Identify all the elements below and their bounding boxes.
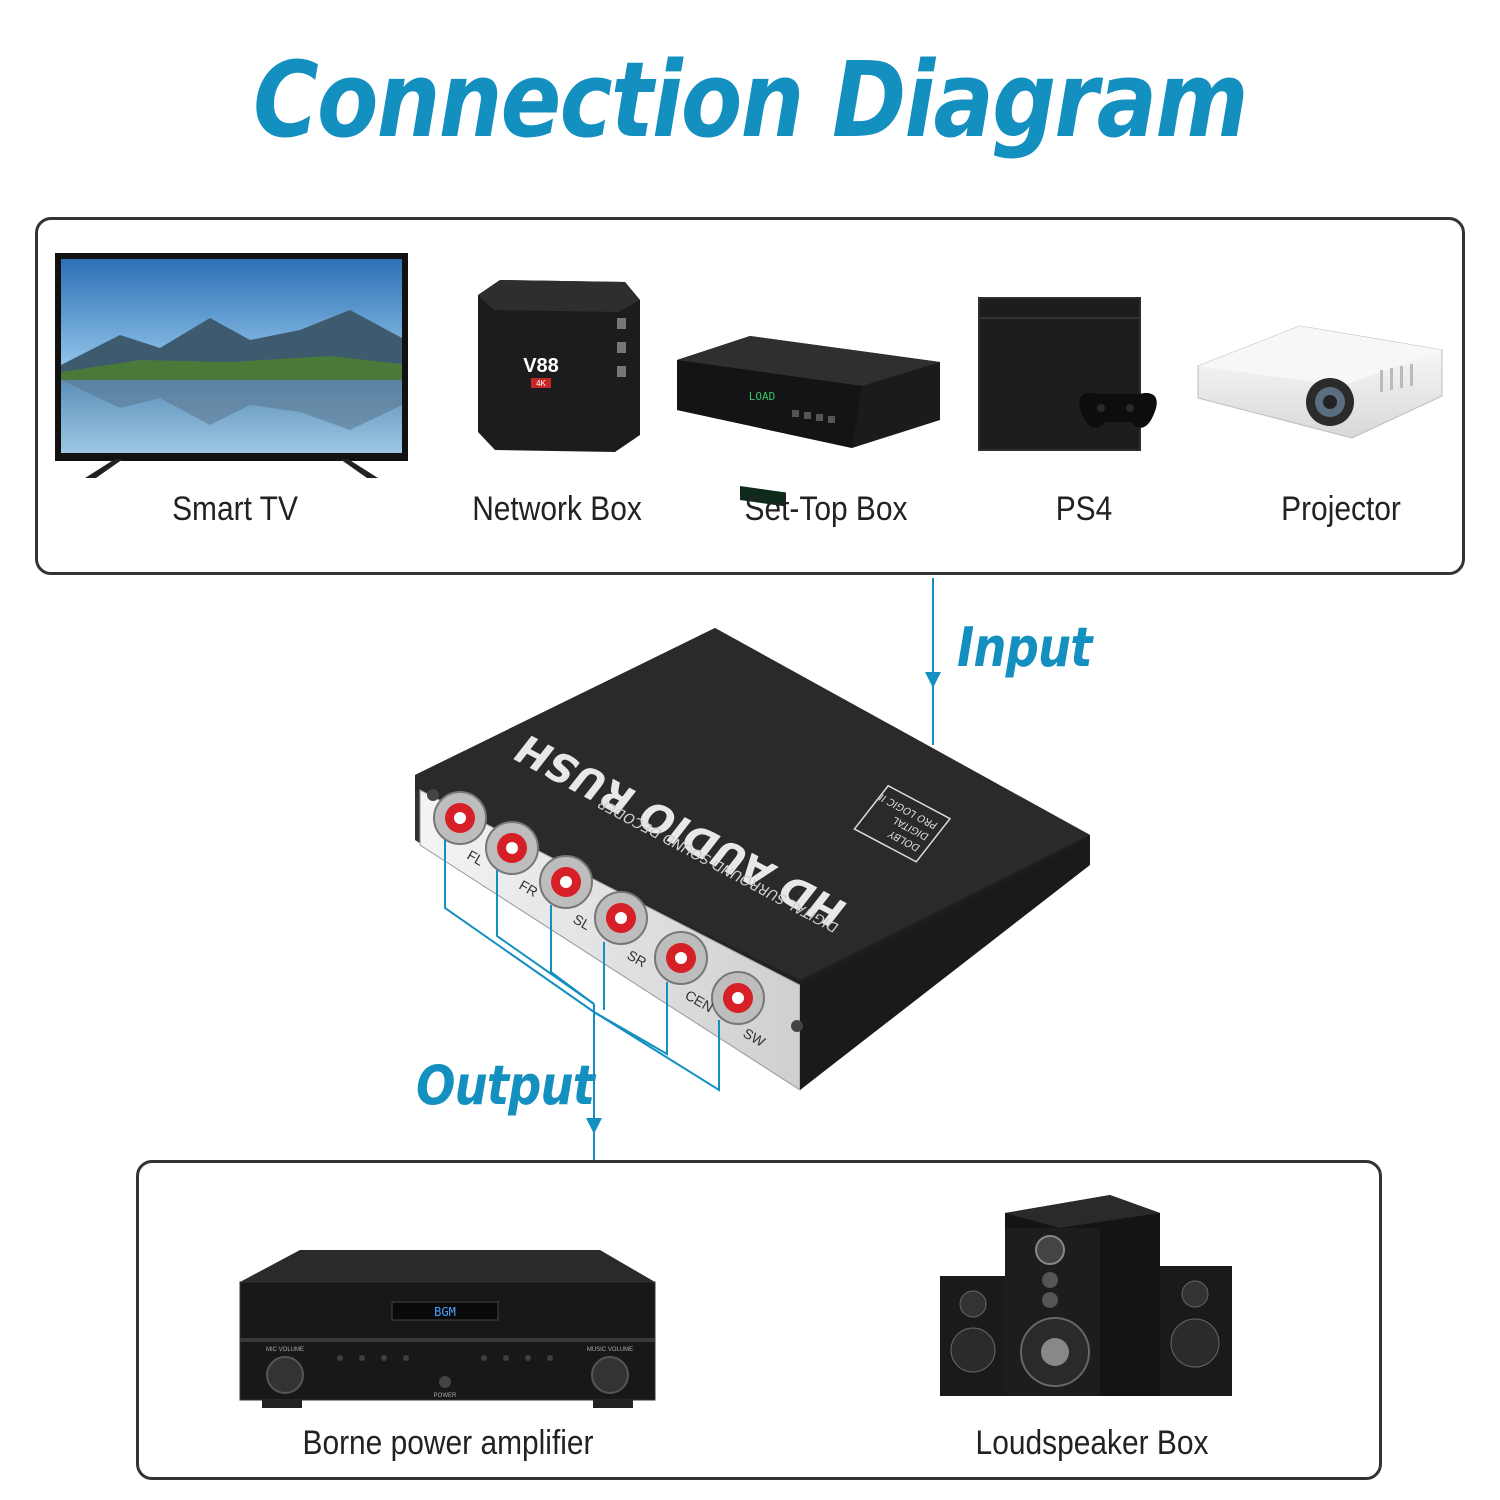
device-label-set-top-box: Set-Top Box (744, 490, 908, 528)
rca-jack-sw (711, 971, 765, 1025)
device-label-smart-tv: Smart TV (172, 490, 298, 528)
amplifier-display: BGM (434, 1305, 456, 1319)
mic-volume-knob-icon (266, 1356, 304, 1394)
amplifier-power-label: POWER (434, 1393, 457, 1399)
rca-jack-sr (594, 891, 648, 945)
network-box-model: V88 (523, 355, 559, 377)
set-top-box-image: LOAD (677, 336, 940, 507)
rca-jack-sl (539, 855, 593, 909)
rca-jack-cen (654, 931, 708, 985)
music-volume-knob-icon (591, 1356, 629, 1394)
rca-jack-fr (485, 821, 539, 875)
output-arrow-icon (586, 1118, 602, 1134)
amplifier-knob-right-label: MUSIC VOLUME (587, 1347, 633, 1353)
device-label-network-box: Network Box (472, 490, 642, 528)
set-top-box-display: LOAD (749, 390, 776, 403)
output-label: Output (416, 1054, 595, 1117)
network-box-badge: 4K (536, 379, 546, 388)
decoder-device: HD AUDIO RUSH DIGITAL SURROUND SOUND DEC… (415, 628, 1090, 1091)
projector-image (1197, 325, 1443, 439)
output-connector (444, 840, 720, 1160)
rca-jack-fl (433, 791, 487, 845)
device-label-loudspeaker: Loudspeaker Box (975, 1424, 1209, 1462)
device-label-projector: Projector (1281, 490, 1401, 528)
loudspeaker-image (940, 1195, 1232, 1396)
channel-label-sl: SL (571, 911, 594, 934)
amplifier-knob-left-label: MIC VOLUME (266, 1347, 304, 1353)
input-arrow-icon (925, 672, 941, 688)
amplifier-image: BGM MIC VOLUME MUSIC VOLUME POWER (239, 1250, 656, 1408)
input-connector (925, 578, 941, 745)
power-button-icon (439, 1376, 451, 1388)
ps4-image (978, 297, 1157, 451)
smart-tv-image (55, 253, 408, 478)
screw-icon (427, 789, 439, 801)
page-title: Connection Diagram (253, 39, 1248, 161)
device-label-ps4: PS4 (1055, 490, 1113, 528)
screw-icon (791, 1020, 803, 1032)
input-label: Input (957, 616, 1092, 679)
channel-label-fl: FL (465, 847, 487, 869)
network-box-image: V88 4K (478, 280, 640, 452)
device-label-amplifier: Borne power amplifier (302, 1424, 594, 1462)
